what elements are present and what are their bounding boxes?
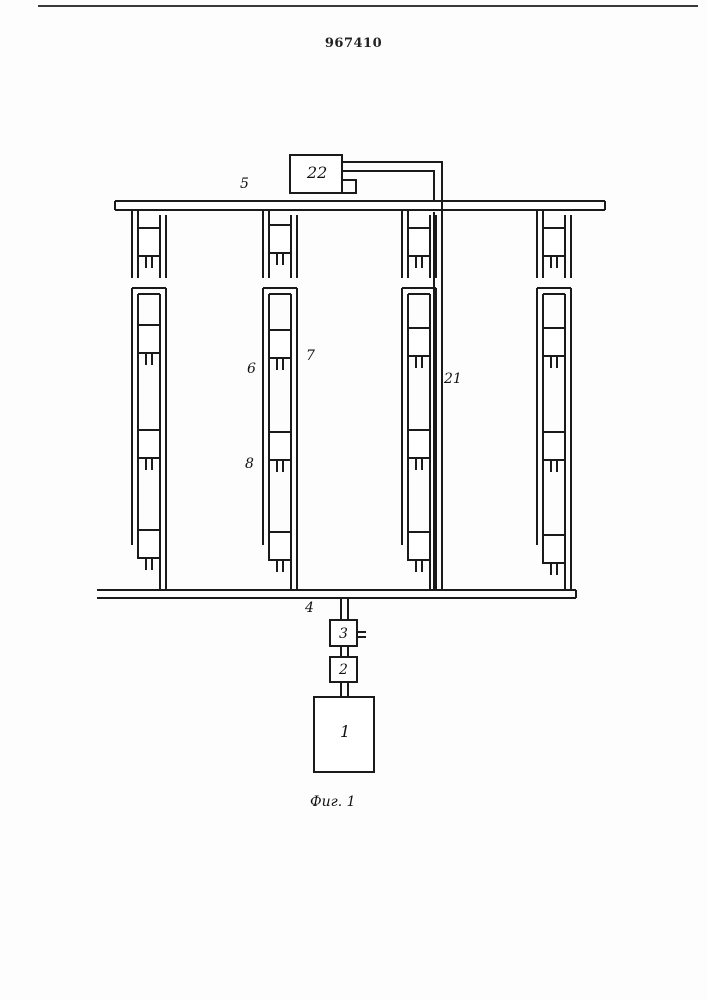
controller-pipe <box>342 180 356 193</box>
valve-device-3-2 <box>543 432 565 460</box>
label-unit-2: 2 <box>338 662 348 678</box>
valve-device-1-2 <box>269 432 291 460</box>
valve-device-0-0 <box>138 228 160 256</box>
pipework <box>97 162 605 697</box>
valve-device-0-2 <box>138 430 160 458</box>
valve-device-1-0 <box>269 225 291 253</box>
valve-device-2-0 <box>408 228 430 256</box>
valve-device-1-1 <box>269 330 291 358</box>
label-pipe-21: 21 <box>443 371 462 387</box>
label-control-line: 5 <box>240 176 249 192</box>
valve-device-0-1 <box>138 325 160 353</box>
label-element-6: 6 <box>247 361 256 377</box>
label-element-7: 7 <box>306 348 315 364</box>
label-main-line: 4 <box>304 600 314 616</box>
valve-device-3-3 <box>543 535 565 563</box>
valve-device-2-2 <box>408 430 430 458</box>
label-element-8: 8 <box>245 456 254 472</box>
valve-device-2-3 <box>408 532 430 560</box>
label-controller: 22 <box>306 163 327 182</box>
valve-device-2-1 <box>408 328 430 356</box>
valve-device-0-3 <box>138 530 160 558</box>
valve-device-3-0 <box>543 228 565 256</box>
valve-device-3-1 <box>543 328 565 356</box>
label-unit-3: 3 <box>339 626 348 642</box>
valve-device-1-3 <box>269 532 291 560</box>
figure-caption: Фиг. 1 <box>310 794 356 810</box>
label-source: 1 <box>340 722 350 741</box>
devices <box>138 155 565 772</box>
